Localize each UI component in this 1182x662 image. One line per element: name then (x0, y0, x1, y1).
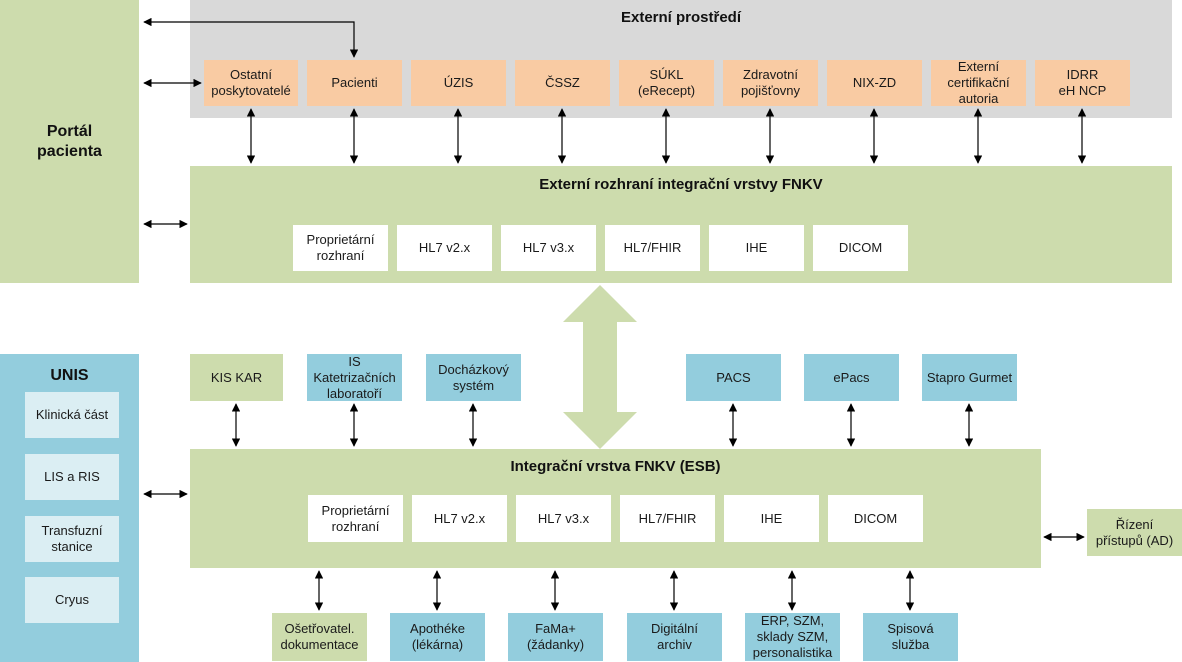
esb-fhir: HL7/FHIR (620, 495, 715, 542)
ext-interface-hl7v3: HL7 v3.x (501, 225, 596, 271)
unis-title: UNIS (50, 367, 89, 384)
external-item-idrr: IDRR eH NCP (1035, 60, 1130, 106)
esb-dicom: DICOM (828, 495, 923, 542)
esb-ihe: IHE (724, 495, 819, 542)
portal-pacienta: Portál pacienta (0, 0, 139, 283)
external-environment-title: Externí prostředí (620, 9, 742, 26)
big-double-arrow (563, 285, 637, 449)
system-pacs: PACS (686, 354, 781, 401)
portal-pacienta-label: Portál pacienta (37, 122, 102, 160)
esb-proprietary: Proprietární rozhraní (308, 495, 403, 542)
arrow-portal-pacienti (143, 17, 359, 58)
external-item-uzis: ÚZIS (411, 60, 506, 106)
system-erp-szm: ERP, SZM, sklady SZM, personalistika (745, 613, 840, 661)
esb-hl7v2: HL7 v2.x (412, 495, 507, 542)
external-item-cssz: ČSSZ (515, 60, 610, 106)
ext-interface-proprietary: Proprietární rozhraní (293, 225, 388, 271)
system-kis-kar: KIS KAR (190, 354, 283, 401)
esb-hl7v3: HL7 v3.x (516, 495, 611, 542)
system-digitalni-archiv: Digitální archiv (627, 613, 722, 661)
unis-cryus: Cryus (25, 577, 119, 623)
external-item-certifikacni-autorita: Externí certifikační autoria (931, 59, 1026, 106)
external-item-pacienti: Pacienti (307, 60, 402, 106)
system-stapro-gurmet: Stapro Gurmet (922, 354, 1017, 401)
system-epacs: ePacs (804, 354, 899, 401)
system-dochazkovy: Docházkový systém (426, 354, 521, 401)
ext-interface-fhir: HL7/FHIR (605, 225, 700, 271)
ext-interface-dicom: DICOM (813, 225, 908, 271)
access-control-ad: Řízení přístupů (AD) (1087, 509, 1182, 556)
external-item-pojistovny: Zdravotní pojišťovny (723, 60, 818, 106)
unis-klinicka-cast: Klinická část (25, 392, 119, 438)
system-fama: FaMa+ (žádanky) (508, 613, 603, 661)
ext-interface-hl7v2: HL7 v2.x (397, 225, 492, 271)
unis-lis-ris: LIS a RIS (25, 454, 119, 500)
external-item-nixzd: NIX-ZD (827, 60, 922, 106)
system-apotheke: Apothéke (lékárna) (390, 613, 485, 661)
ext-interface-ihe: IHE (709, 225, 804, 271)
system-spisova-sluzba: Spisová služba (863, 613, 958, 661)
system-osetrovatelska-dokumentace: Ošetřovatel. dokumentace (272, 613, 367, 661)
system-is-katetrizacnich: IS Katetrizačních laboratoří (307, 354, 402, 401)
external-item-ostatni: Ostatní poskytovatelé (204, 60, 298, 106)
unis-transfuzni-stanice: Transfuzní stanice (25, 516, 119, 562)
external-interface-title: Externí rozhraní integrační vrstvy FNKV (539, 176, 823, 193)
esb-title: Integrační vrstva FNKV (ESB) (510, 458, 721, 475)
external-item-sukl: SÚKL (eRecept) (619, 60, 714, 106)
